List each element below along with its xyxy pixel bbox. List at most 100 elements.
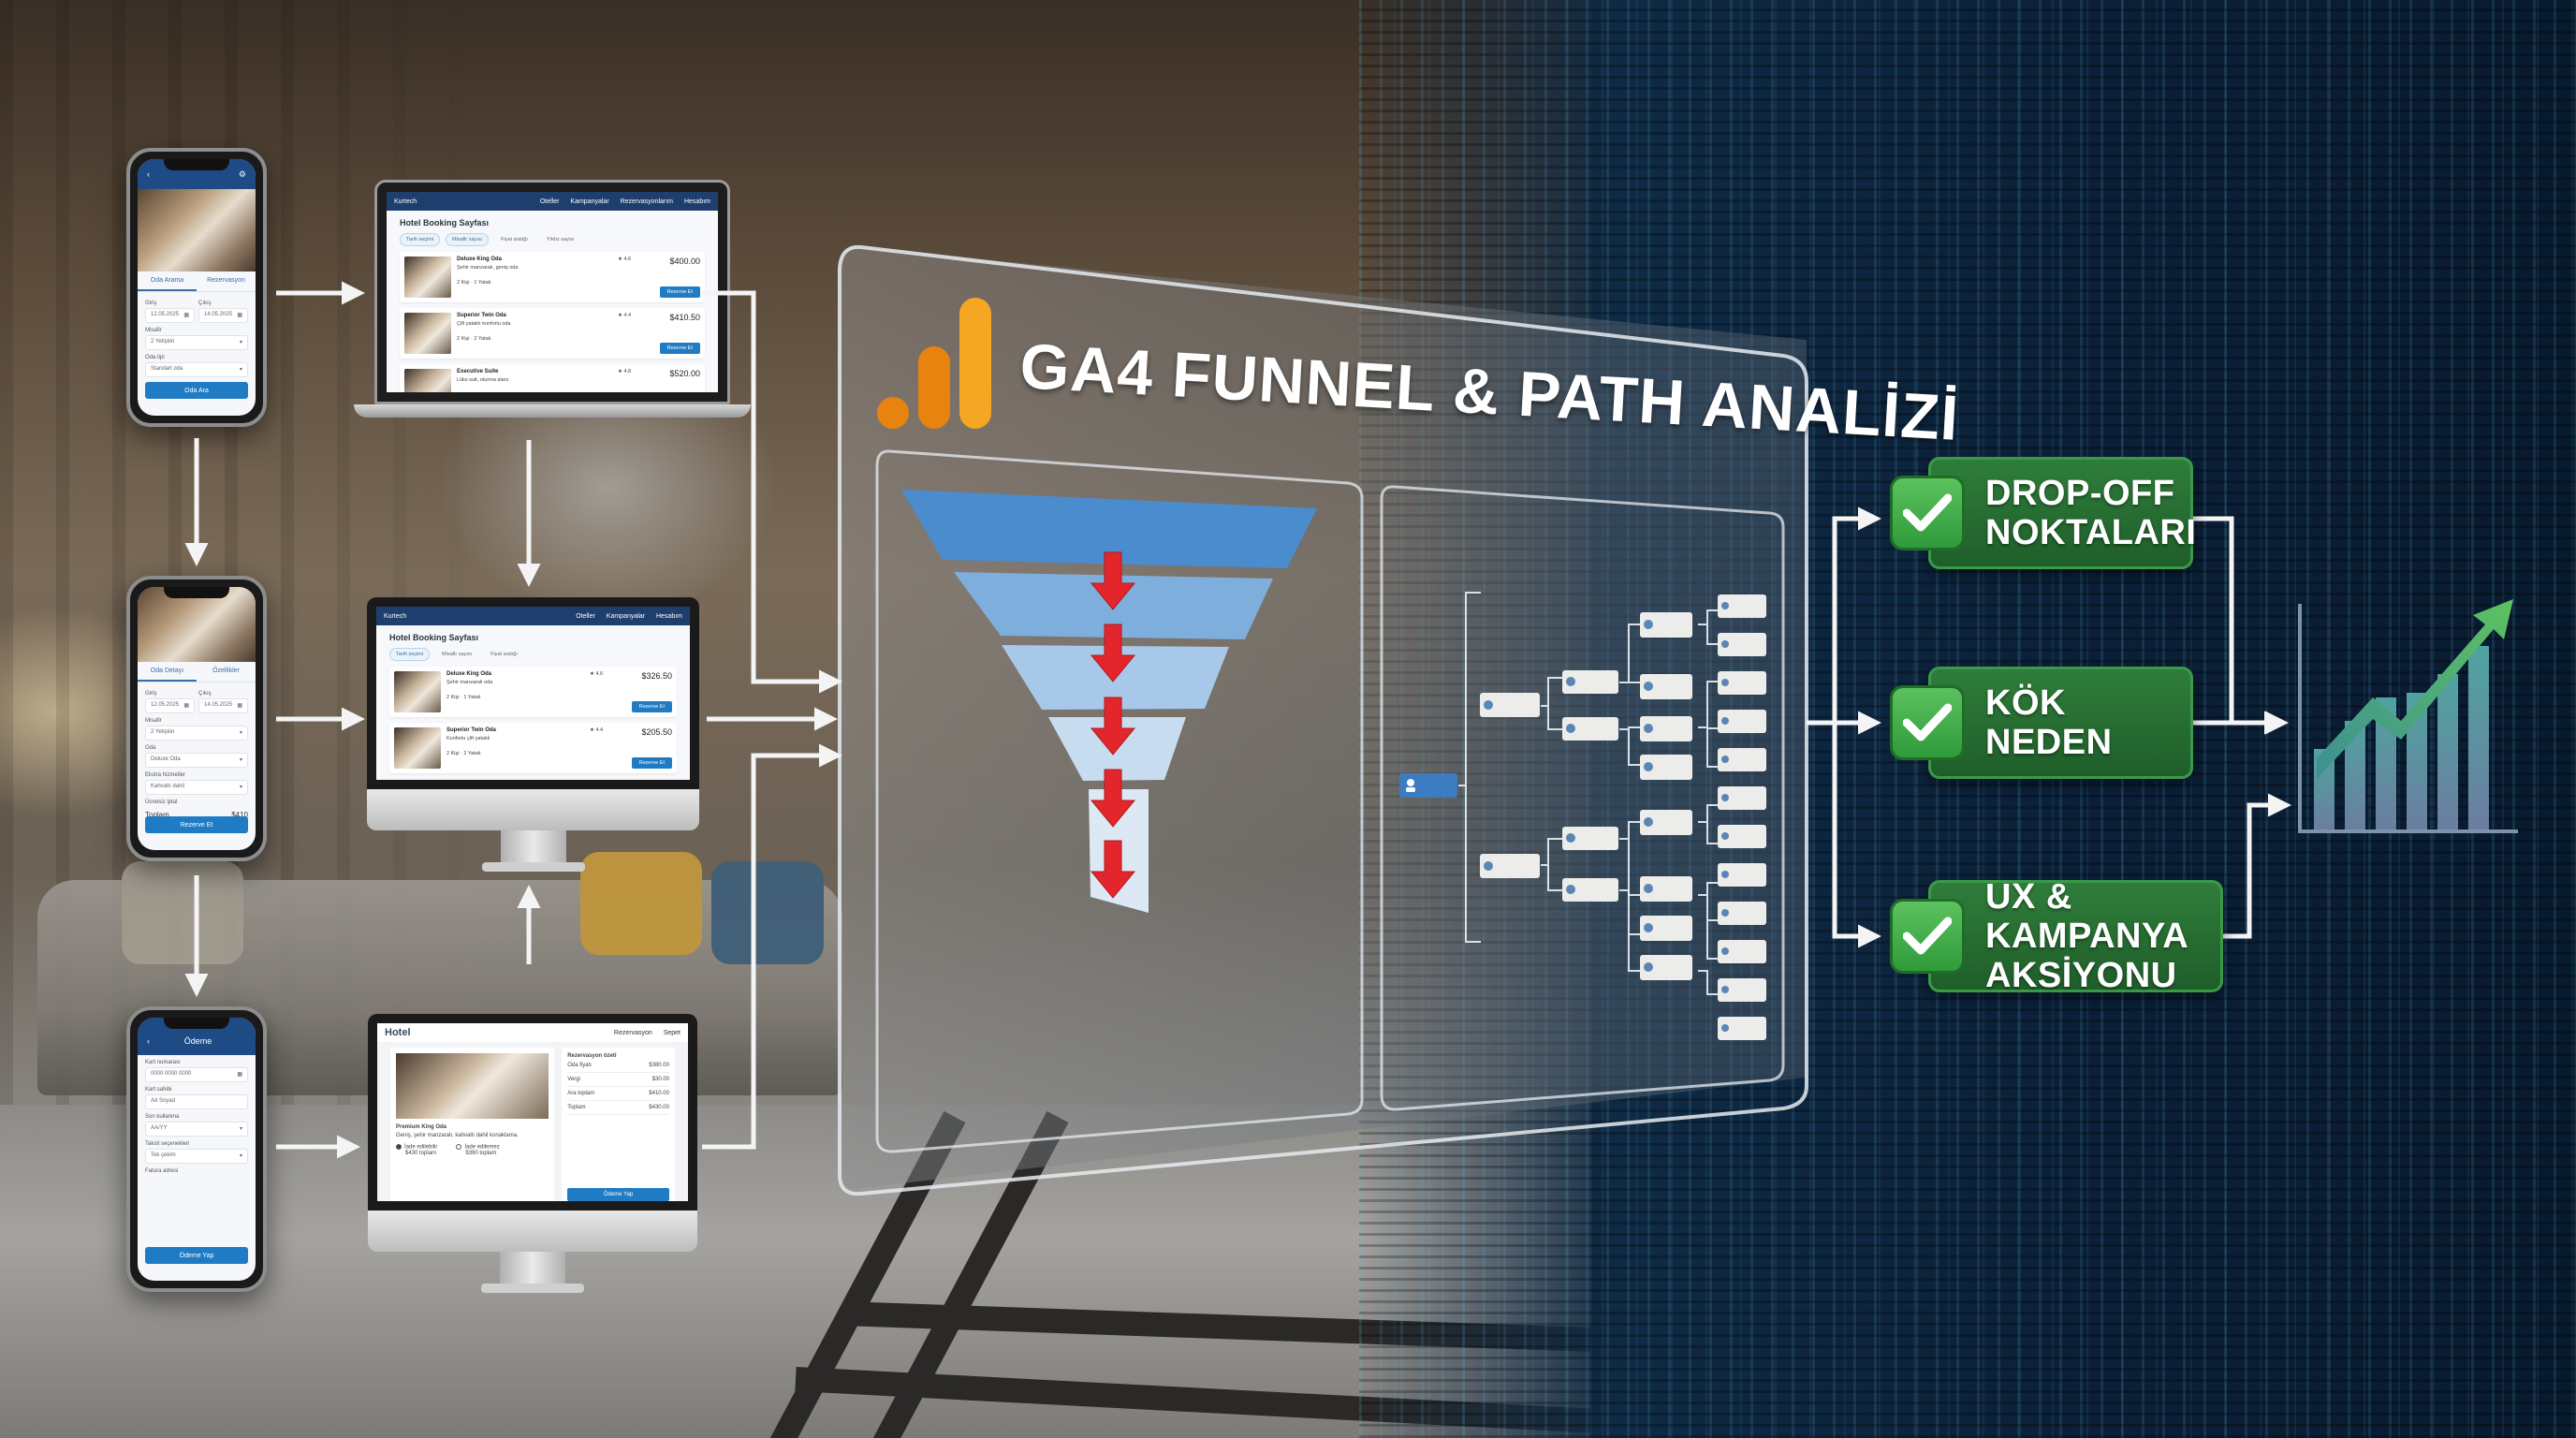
room-type-select[interactable]: Standart oda▾ bbox=[145, 362, 248, 377]
book-button[interactable]: Rezerve Et bbox=[631, 701, 672, 712]
billing-address-label: Fatura adresi bbox=[145, 1168, 179, 1174]
tab-room-search[interactable]: Oda Arama bbox=[138, 271, 197, 291]
card-number-field[interactable]: 0000 0000 0000▦ bbox=[145, 1067, 248, 1082]
phone-payment: ‹ Ödeme Kart numarası 0000 0000 0000▦ Kar… bbox=[126, 1006, 267, 1292]
pay-button[interactable]: Ödeme Yap bbox=[145, 1247, 248, 1264]
card-holder-field[interactable]: Ad Soyad bbox=[145, 1094, 248, 1109]
filter-price[interactable]: Fiyat aralığı bbox=[490, 652, 518, 657]
cancellation-note: Ücretsiz iptal bbox=[145, 800, 178, 805]
nav-reservations[interactable]: Rezervasyonlarım bbox=[620, 198, 674, 205]
checkout-date-field[interactable]: 14.05.2025▦ bbox=[198, 698, 248, 713]
tab-room-details[interactable]: Oda Detayı bbox=[138, 662, 197, 682]
chevron-down-icon: ▾ bbox=[239, 730, 242, 736]
room-photo bbox=[138, 189, 256, 271]
nav-campaigns[interactable]: Kampanyalar bbox=[570, 198, 609, 205]
room-thumbnail bbox=[404, 369, 451, 392]
checkout-date-field[interactable]: 14.05.2025▦ bbox=[198, 308, 248, 323]
room-select[interactable]: Deluxe Oda▾ bbox=[145, 753, 248, 768]
nav-hotels[interactable]: Oteller bbox=[539, 198, 560, 205]
filter-dates[interactable]: Tarih seçimi bbox=[400, 233, 441, 246]
room-title: Premium King Oda bbox=[396, 1124, 447, 1130]
nav-account[interactable]: Hesabım bbox=[655, 612, 682, 620]
back-icon[interactable]: ‹ bbox=[147, 169, 150, 179]
phone-room-details: Oda Detayı Özellikler Giriş 12.05.2025▦ … bbox=[126, 576, 267, 861]
filter-guests[interactable]: Misafir sayısı bbox=[446, 233, 490, 246]
outcome-label-line2: NOKTALARI bbox=[1985, 513, 2197, 552]
filter-stars[interactable]: Yıldız sayısı bbox=[546, 237, 575, 242]
check-icon bbox=[1890, 899, 1965, 974]
room-thumbnail bbox=[394, 671, 441, 712]
site-logo[interactable]: Kurtech bbox=[384, 612, 407, 620]
summary-row: Ara toplam$410.00 bbox=[567, 1087, 669, 1101]
filter-price[interactable]: Fiyat aralığı bbox=[501, 237, 528, 242]
settings-icon[interactable]: ⚙ bbox=[238, 169, 246, 179]
checkin-date-field[interactable]: 12.05.2025▦ bbox=[145, 308, 195, 323]
search-rooms-button[interactable]: Oda Ara bbox=[145, 382, 248, 399]
nav-account[interactable]: Hesabım bbox=[683, 198, 710, 205]
option-refundable[interactable]: İade edilebilir$430 toplam bbox=[396, 1144, 437, 1156]
chevron-down-icon: ▾ bbox=[239, 340, 242, 345]
room-thumbnail bbox=[394, 727, 441, 769]
desktop-chin bbox=[367, 789, 699, 830]
checkout-label: Çıkış bbox=[198, 691, 212, 697]
tab-features[interactable]: Özellikler bbox=[212, 668, 240, 674]
book-button[interactable]: Rezerve Et bbox=[631, 757, 672, 769]
room-thumbnail bbox=[404, 257, 451, 298]
nav-hotels[interactable]: Oteller bbox=[576, 612, 595, 620]
checkin-date-field[interactable]: 12.05.2025▦ bbox=[145, 698, 195, 713]
room-photo bbox=[138, 587, 256, 662]
chevron-down-icon: ▾ bbox=[239, 757, 242, 763]
payment-header: Ödeme bbox=[183, 1036, 212, 1046]
desktop-chin bbox=[368, 1211, 697, 1252]
outcome-root-cause: KÖK NEDEN bbox=[1890, 667, 2193, 779]
summary-title: Rezervasyon özeti bbox=[567, 1053, 617, 1059]
guests-select[interactable]: 2 Yetişkin▾ bbox=[145, 335, 248, 350]
reserve-button[interactable]: Rezerve Et bbox=[145, 816, 248, 833]
installments-label: Taksit seçenekleri bbox=[145, 1141, 190, 1147]
back-icon[interactable]: ‹ bbox=[147, 1036, 150, 1046]
room-label: Oda bbox=[145, 745, 156, 751]
room-description: Geniş, şehir manzaralı, kahvaltı dahil k… bbox=[396, 1133, 519, 1138]
outcome-label-line1: KÖK NEDEN bbox=[1985, 683, 2113, 762]
calendar-icon: ▦ bbox=[237, 703, 242, 709]
google-analytics-logo-icon bbox=[877, 298, 999, 429]
filter-dates[interactable]: Tarih seçimi bbox=[389, 648, 431, 661]
book-button[interactable]: Rezerve Et bbox=[659, 343, 700, 354]
room-type-label: Oda tipi bbox=[145, 355, 165, 360]
site-logo[interactable]: Kurtech bbox=[394, 198, 417, 205]
chevron-down-icon: ▾ bbox=[239, 1126, 242, 1132]
extras-select[interactable]: Kahvaltı dahil▾ bbox=[145, 780, 248, 795]
summary-row: Oda fiyatı$380.00 bbox=[567, 1059, 669, 1073]
calendar-icon: ▦ bbox=[183, 313, 189, 318]
book-button[interactable]: Rezerve Et bbox=[659, 286, 700, 298]
desktop-hotel-listing: Kurtech Oteller Kampanyalar Hesabım Hote… bbox=[367, 597, 699, 872]
pay-button[interactable]: Ödeme Yap bbox=[567, 1188, 669, 1201]
calendar-icon: ▦ bbox=[237, 1072, 242, 1078]
card-number-label: Kart numarası bbox=[145, 1060, 181, 1065]
filter-guests[interactable]: Misafir sayısı bbox=[442, 652, 473, 657]
checkout-label: Çıkış bbox=[198, 301, 212, 306]
installments-select[interactable]: Tek çekim▾ bbox=[145, 1149, 248, 1164]
check-icon bbox=[1890, 476, 1965, 550]
option-non-refundable[interactable]: İade edilemez$390 toplam bbox=[456, 1144, 500, 1156]
guests-select[interactable]: 2 Yetişkin▾ bbox=[145, 726, 248, 741]
card-holder-label: Kart sahibi bbox=[145, 1087, 172, 1093]
page-title: Hotel Booking Sayfası bbox=[389, 633, 479, 642]
nav-cart[interactable]: Sepet bbox=[663, 1029, 681, 1036]
room-thumbnail bbox=[404, 313, 451, 354]
nav-reservation[interactable]: Rezervasyon bbox=[613, 1029, 652, 1036]
desktop-checkout: Hotel Rezervasyon Sepet Premium King Oda… bbox=[368, 1014, 697, 1293]
nav-campaigns[interactable]: Kampanyalar bbox=[606, 612, 646, 620]
phone-room-search: ‹⚙ Oda Arama Rezervasyon Giriş 12.05.202… bbox=[126, 148, 267, 427]
chevron-down-icon: ▾ bbox=[239, 785, 242, 790]
desktop-stand bbox=[500, 1252, 565, 1284]
desktop-foot bbox=[481, 862, 585, 872]
tab-reservation[interactable]: Rezervasyon bbox=[207, 277, 245, 284]
calendar-icon: ▦ bbox=[237, 313, 242, 318]
site-logo[interactable]: Hotel bbox=[385, 1027, 411, 1038]
desktop-stand bbox=[500, 830, 566, 862]
expiry-select[interactable]: AA/YY▾ bbox=[145, 1122, 248, 1137]
room-photo bbox=[396, 1053, 549, 1119]
